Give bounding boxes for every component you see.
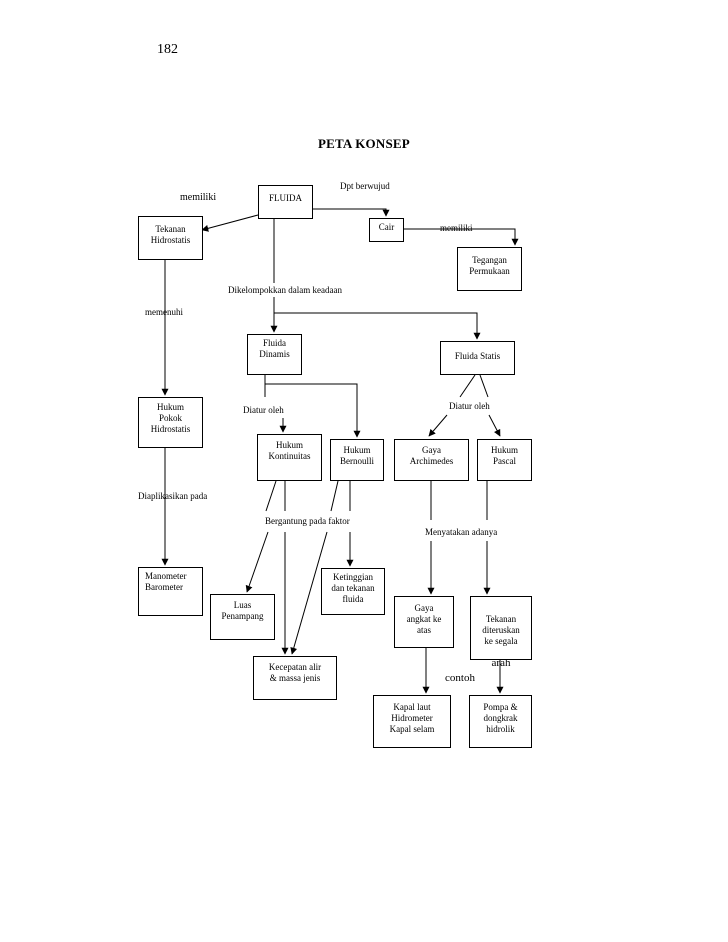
label-memiliki-right: memiliki — [440, 223, 473, 233]
node-fluida: FLUIDA — [258, 185, 313, 219]
label-diatur-oleh-left: Diatur oleh — [243, 405, 284, 415]
node-gaya-angkat: Gaya angkat ke atas — [394, 596, 454, 648]
connector-bernoulli-left — [330, 480, 339, 512]
page-number: 182 — [157, 42, 178, 57]
node-kapal: Kapal laut Hidrometer Kapal selam — [373, 695, 451, 748]
node-fluida-statis: Fluida Statis — [440, 341, 515, 375]
label-dpt-berwujud: Dpt berwujud — [340, 181, 390, 191]
node-luas-penampang: Luas Penampang — [210, 594, 275, 640]
label-bergantung: Bergantung pada faktor — [265, 516, 350, 526]
tekanan-diteruskan-arah: arah — [491, 657, 511, 669]
label-memiliki-left: memiliki — [180, 192, 217, 203]
node-tegangan-permukaan: Tegangan Permukaan — [457, 247, 522, 291]
node-manometer-barometer: Manometer Barometer — [138, 567, 203, 616]
label-diatur-oleh-right: Diatur oleh — [449, 401, 490, 411]
connector-diatur-pascal — [488, 414, 501, 437]
node-hukum-bernoulli: Hukum Bernoulli — [330, 439, 384, 481]
node-gaya-archimedes: Gaya Archimedes — [394, 439, 469, 481]
connector-fluida-cair — [312, 208, 390, 217]
node-tekanan-hidrostatis: Tekanan Hidrostatis — [138, 216, 203, 260]
node-fluida-dinamis: Fluida Dinamis — [247, 334, 302, 375]
connector-kontinuitas-left — [265, 480, 277, 512]
label-contoh: contoh — [445, 672, 475, 684]
connector-to-luas — [245, 531, 269, 593]
node-cair: Cair — [369, 218, 404, 242]
tekanan-diteruskan-text: Tekanan diteruskan ke segala — [482, 614, 520, 646]
node-hukum-pascal: Hukum Pascal — [477, 439, 532, 481]
node-pompa: Pompa & dongkrak hidrolik — [469, 695, 532, 748]
node-hukum-kontinuitas: Hukum Kontinuitas — [257, 434, 322, 481]
label-diaplikasikan: Diaplikasikan pada — [138, 491, 208, 501]
label-dikelompokkan: Dikelompokkan dalam keadaan — [228, 285, 342, 295]
node-hukum-pokok-hidrostatis: Hukum Pokok Hidrostatis — [138, 397, 203, 448]
label-menyatakan: Menyatakan adanya — [425, 527, 498, 537]
connector-diatur-archimedes — [428, 414, 448, 437]
connector-to-statis — [274, 312, 481, 340]
page-title: PETA KONSEP — [318, 136, 410, 151]
label-memenuhi: memenuhi — [145, 307, 183, 317]
connector-statis-archimedes — [459, 374, 476, 398]
connector-statis-pascal — [479, 374, 489, 398]
node-ketinggian: Ketinggian dan tekanan fluida — [321, 568, 385, 615]
connector-fluida-tekanan — [201, 214, 259, 232]
node-tekanan-diteruskan: Tekanan diteruskan ke segala arah — [470, 596, 532, 669]
node-kecepatan-alir: Kecepatan alir & massa jenis — [253, 656, 337, 700]
